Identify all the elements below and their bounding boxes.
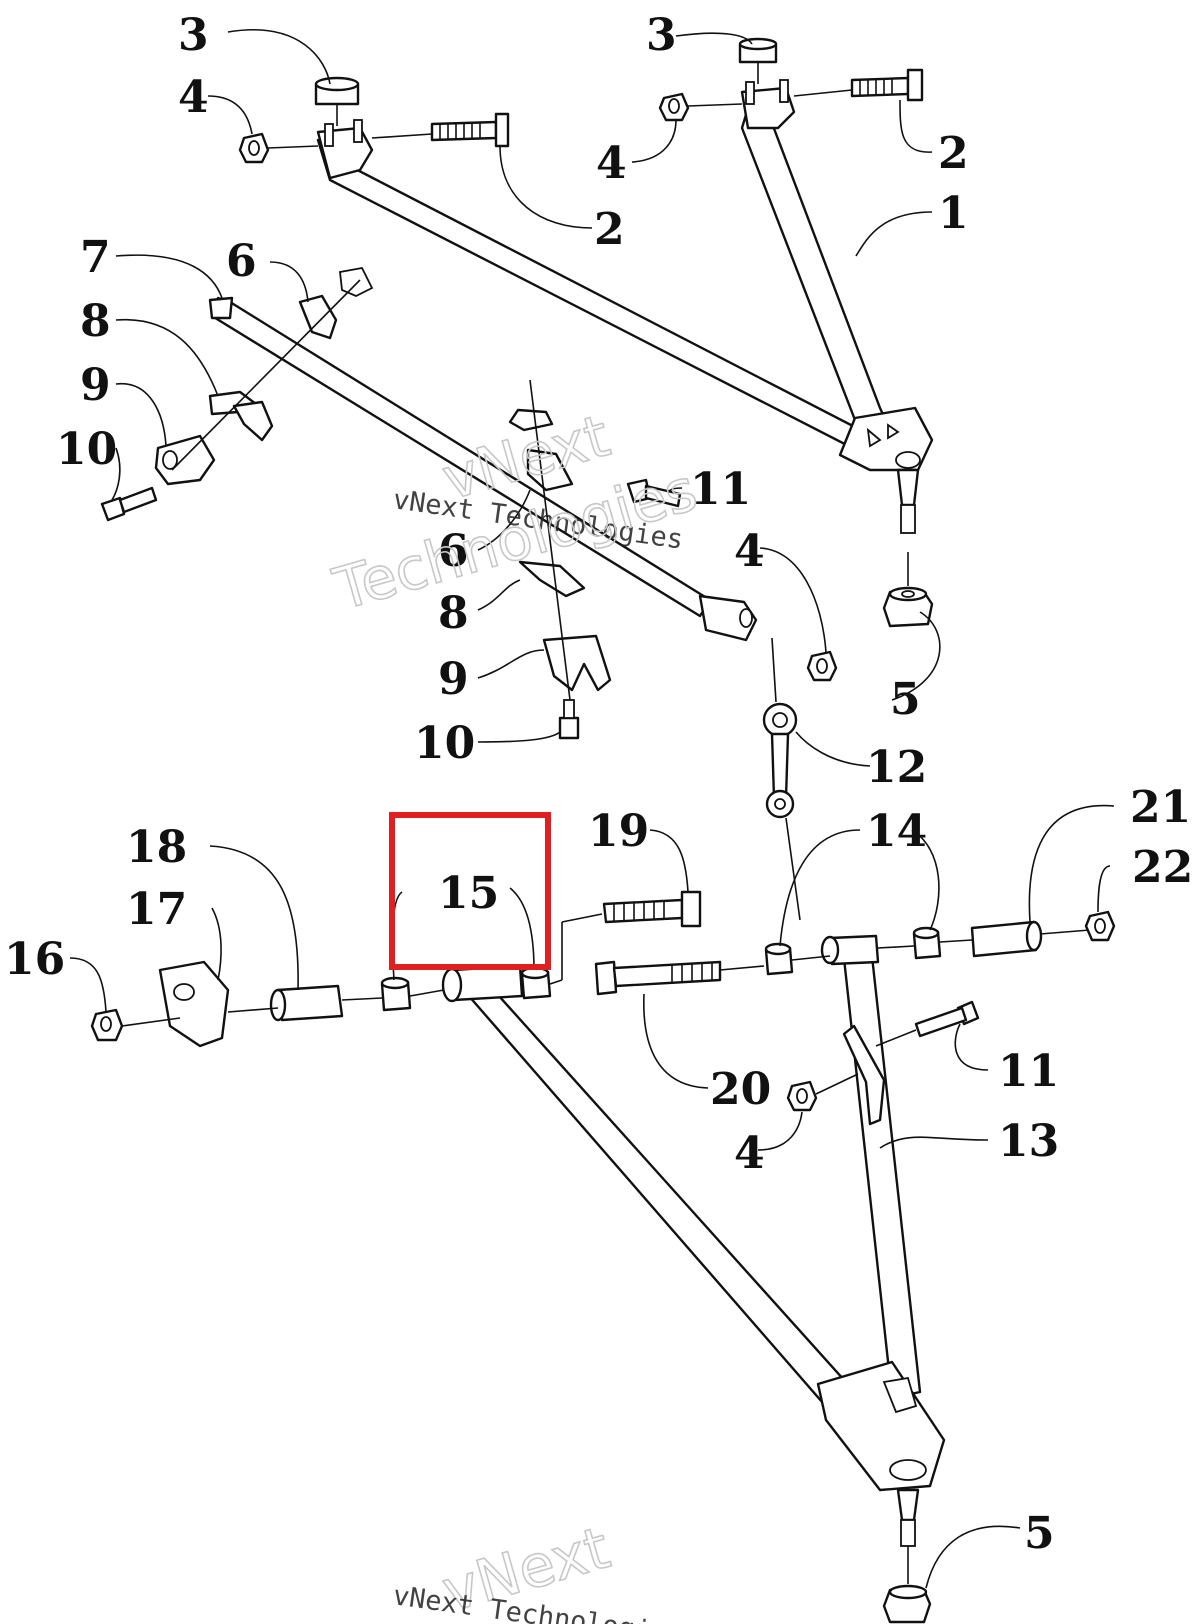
sleeve-18 [269,984,344,1022]
bracket-17 [158,960,230,1048]
sleeve-21 [970,920,1043,958]
callout-6-upper: 6 [226,236,257,287]
callout-4-upper-right: 4 [596,138,627,189]
callout-2-right: 2 [938,128,969,179]
bolt-2-upper-right [850,68,924,102]
callout-3-left: 3 [178,10,209,61]
callout-7: 7 [80,232,111,283]
bushing-15-left [380,976,412,1012]
bushing-3-right [738,37,778,64]
nut-4-lower [786,1080,818,1112]
callout-5-upper: 5 [890,674,921,725]
nut-22 [1084,910,1116,942]
callout-9-center: 9 [438,654,469,705]
callout-20: 20 [710,1064,771,1115]
callout-8-left: 8 [80,296,111,347]
bushing-14-left [764,942,794,976]
callout-4-upper-left: 4 [178,72,209,123]
leader-lines [69,29,1115,1589]
watermark-lower: vNext vNext Technologies [391,1513,685,1624]
nut-16 [90,1008,124,1042]
callout-4-lower: 4 [734,1128,765,1179]
callout-3-right: 3 [646,10,677,61]
callout-2-left: 2 [594,204,625,255]
callout-15: 15 [438,868,499,919]
upper-a-arm [316,79,934,534]
bolt-2-upper-left [430,112,510,148]
watermark-upper: vNext vNext Technologies Technologies [325,401,704,625]
screw-10-left [100,486,158,522]
bolt-11-lower [914,1000,980,1038]
bolt-19 [602,890,702,928]
callout-14: 14 [866,806,927,857]
callout-10-center: 10 [414,718,475,769]
callout-21: 21 [1130,782,1191,833]
bushing-3-left [314,76,360,106]
stabilizer-bar [208,296,758,642]
callout-9-left: 9 [80,360,111,411]
bracket-9-left [154,434,216,486]
nut-5-lower [882,1584,932,1624]
bracket-9-center [542,634,612,692]
callout-12: 12 [866,742,927,793]
screw-10-center [558,699,580,740]
callout-13: 13 [998,1116,1059,1167]
clamp-6-center [508,408,574,492]
callout-22: 22 [1132,842,1193,893]
callout-11-upper: 11 [690,464,751,515]
callout-4-middle: 4 [734,526,765,577]
nut-5-upper [882,586,934,628]
bushing-15-right [520,966,552,1000]
callout-6-center: 6 [438,526,469,577]
callout-17: 17 [126,884,187,935]
bolt-20 [594,960,722,996]
callout-1: 1 [938,188,969,239]
highlight-box-15 [389,812,551,970]
clamp-6-upper [298,266,374,340]
callout-18: 18 [126,822,187,873]
callout-11-lower: 11 [998,1046,1059,1097]
callout-16: 16 [4,934,65,985]
callout-labels: 3 4 2 3 4 2 1 7 6 8 9 10 11 4 6 8 9 5 10… [4,10,1193,1559]
stabilizer-link [762,702,798,819]
nut-4-middle [806,650,838,682]
callout-19: 19 [588,806,649,857]
nut-4-upper-right [658,92,690,122]
lower-a-arm [441,934,946,1547]
callout-5-lower: 5 [1024,1508,1055,1559]
bushing-14-right [912,926,942,960]
nut-4-upper-left [238,132,270,164]
callout-10-left: 10 [56,424,117,475]
callout-8-center: 8 [438,588,469,639]
